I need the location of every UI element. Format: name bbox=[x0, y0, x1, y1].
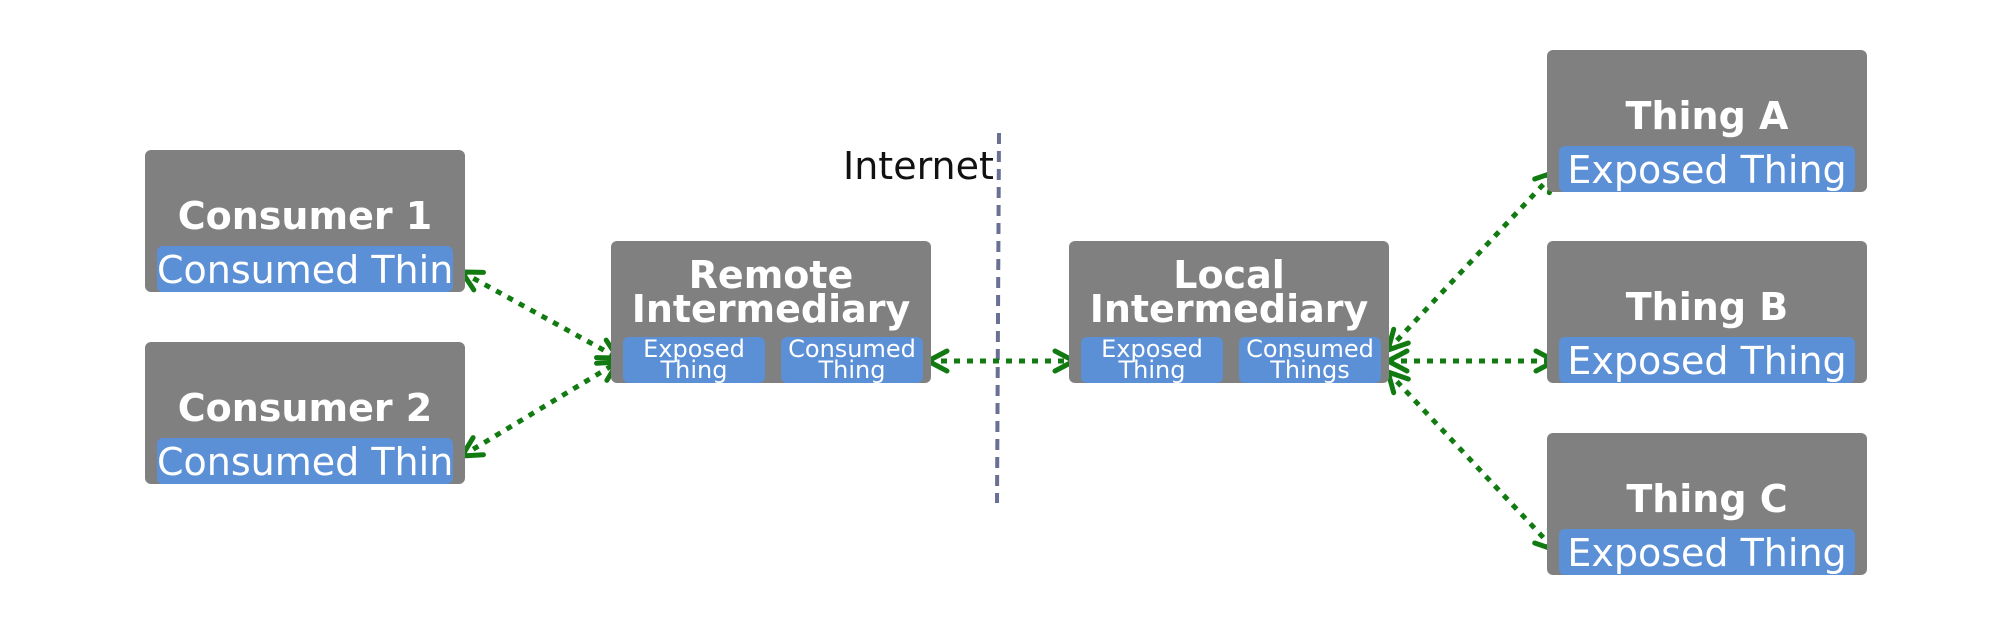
connector-local-thing-a bbox=[1388, 172, 1555, 350]
connector-consumer1-remote bbox=[462, 272, 618, 358]
local-intermediary-consumed-things: Consumed Things bbox=[1239, 337, 1381, 383]
local-intermediary-exposed-thing: Exposed Thing bbox=[1081, 337, 1223, 383]
thing-c-exposed-thing: Exposed Thing bbox=[1559, 529, 1855, 575]
consumer-2-consumed-thing: Consumed Thing bbox=[157, 438, 453, 484]
thing-a-exposed-thing: Exposed Thing bbox=[1559, 146, 1855, 192]
remote-intermediary-title-line2: Intermediary bbox=[631, 287, 911, 331]
consumer-2-node: Consumer 2 Consumed Thing bbox=[145, 342, 465, 484]
consumer-1-title: Consumer 1 bbox=[177, 194, 433, 238]
thing-c-node: Thing C Exposed Thing bbox=[1547, 433, 1867, 575]
thing-c-title: Thing C bbox=[1626, 477, 1788, 521]
consumer-1-node: Consumer 1 Consumed Thing bbox=[145, 150, 465, 292]
consumer-2-title: Consumer 2 bbox=[177, 386, 433, 430]
thing-a-title: Thing A bbox=[1625, 94, 1789, 138]
connector-consumer2-remote bbox=[462, 362, 618, 456]
remote-intermediary-exposed-thing: Exposed Thing bbox=[623, 337, 765, 383]
consumer-1-consumed-thing: Consumed Thing bbox=[157, 246, 453, 292]
thing-a-node: Thing A Exposed Thing bbox=[1547, 50, 1867, 192]
remote-intermediary-node: Remote Intermediary Exposed Thing Consum… bbox=[611, 241, 931, 383]
local-intermediary-node: Local Intermediary Exposed Thing Consume… bbox=[1069, 241, 1389, 383]
internet-boundary-line bbox=[995, 132, 1001, 504]
local-intermediary-title-line2: Intermediary bbox=[1089, 287, 1369, 331]
internet-label: Internet bbox=[843, 144, 994, 188]
thing-b-title: Thing B bbox=[1625, 285, 1789, 329]
local-intermediary-title-line1: Local bbox=[1173, 253, 1285, 297]
remote-intermediary-consumed-thing: Consumed Thing bbox=[781, 337, 923, 383]
remote-intermediary-title-line1: Remote bbox=[688, 253, 854, 297]
thing-b-node: Thing B Exposed Thing bbox=[1547, 241, 1867, 383]
thing-b-exposed-thing: Exposed Thing bbox=[1559, 337, 1855, 383]
connector-local-thing-c bbox=[1388, 372, 1555, 550]
